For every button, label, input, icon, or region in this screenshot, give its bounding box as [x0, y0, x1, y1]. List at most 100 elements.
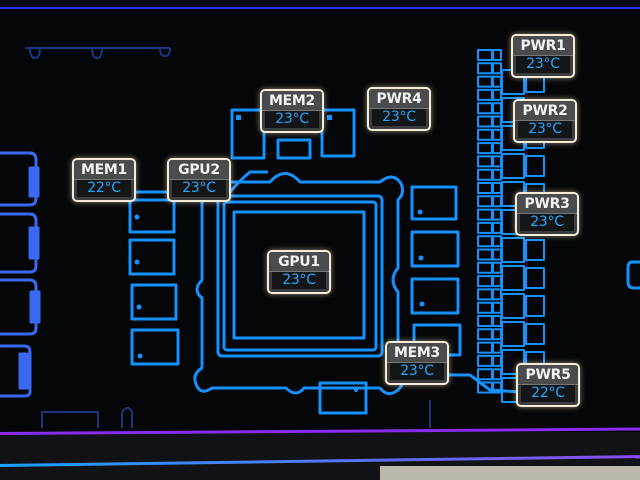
vrm-capacitor	[477, 49, 493, 61]
gpu-socket-frame	[193, 172, 405, 395]
vrm-capacitor	[477, 195, 493, 208]
vrm-capacitor	[492, 128, 502, 141]
vrm-capacitor	[492, 328, 502, 341]
vrm-capacitor	[477, 62, 493, 75]
vrm-capacitor	[477, 168, 493, 181]
sensor-mem2[interactable]: MEM2 23°C	[260, 89, 324, 133]
vrm-capacitor	[492, 301, 502, 314]
sensor-label: PWR3	[517, 194, 577, 214]
vrm-capacitor	[477, 328, 493, 341]
vrm-capacitor	[477, 368, 493, 381]
vrm-capacitor	[477, 102, 493, 115]
sensor-temperature: 22°C	[521, 385, 575, 402]
vrm-capacitor	[492, 62, 502, 75]
sensor-label: GPU1	[269, 252, 329, 272]
vrm-capacitor	[477, 315, 493, 327]
vrm-choke	[525, 267, 545, 289]
memory-chips-top	[230, 108, 356, 160]
vrm-capacitor	[477, 75, 493, 88]
sensor-label: PWR4	[369, 89, 429, 109]
vrm-capacitor	[492, 155, 502, 168]
gpu-package-outer	[216, 194, 384, 358]
sensor-label: GPU2	[169, 160, 229, 180]
sensor-mem1[interactable]: MEM1 22°C	[72, 158, 136, 202]
sensor-label: PWR2	[515, 101, 575, 121]
sensor-pwr5[interactable]: PWR5 22°C	[516, 363, 580, 407]
vrm-capacitor	[477, 155, 493, 168]
sensor-temperature: 23°C	[372, 109, 426, 126]
vrm-capacitor	[477, 341, 493, 354]
vrm-capacitor	[492, 261, 502, 274]
sensor-label: PWR1	[513, 36, 573, 56]
vrm-mosfet	[501, 349, 525, 375]
vrm-capacitor	[477, 235, 493, 248]
vrm-capacitor	[492, 368, 502, 381]
sensor-label: MEM2	[262, 91, 322, 111]
vrm-capacitor	[477, 182, 493, 194]
vrm-capacitor	[477, 248, 493, 261]
sensor-label: PWR5	[518, 365, 578, 385]
vrm-choke	[525, 239, 545, 261]
sensor-label: MEM1	[74, 160, 134, 180]
sensor-temperature: 23°C	[516, 56, 570, 73]
left-connector-chain	[0, 151, 41, 398]
vrm-capacitor	[492, 275, 502, 288]
vrm-capacitor	[492, 235, 502, 248]
sensor-temperature: 23°C	[265, 111, 319, 128]
vrm-capacitor	[492, 248, 502, 261]
vrm-capacitor	[477, 88, 493, 101]
sensor-temperature: 23°C	[390, 363, 444, 380]
vrm-mosfet	[501, 237, 525, 263]
memory-chips-left	[128, 198, 180, 366]
vrm-capacitor	[492, 182, 502, 194]
gpu-die	[232, 210, 366, 340]
top-connector-trace	[25, 47, 171, 59]
vrm-capacitor	[492, 354, 502, 367]
vrm-capacitor	[477, 115, 493, 128]
sensor-temperature: 23°C	[272, 272, 326, 289]
sensor-temperature: 23°C	[518, 121, 572, 138]
vrm-capacitor	[477, 354, 493, 367]
vrm-capacitor	[492, 168, 502, 181]
sensor-gpu1[interactable]: GPU1 23°C	[267, 250, 331, 294]
vrm-capacitor	[477, 221, 493, 234]
sensor-pwr4[interactable]: PWR4 23°C	[367, 87, 431, 131]
vrm-mosfet	[501, 321, 525, 347]
sensor-temperature: 23°C	[520, 214, 574, 231]
vrm-capacitor	[492, 341, 502, 354]
vrm-capacitor	[477, 288, 493, 301]
sensor-pwr2[interactable]: PWR2 23°C	[513, 99, 577, 143]
vrm-capacitor	[477, 275, 493, 288]
vrm-capacitor	[492, 49, 502, 61]
vrm-mosfet	[501, 153, 525, 179]
desk-surface	[380, 466, 640, 480]
top-border-line	[0, 0, 640, 9]
vrm-choke	[525, 155, 545, 177]
vrm-capacitor	[492, 208, 502, 221]
vrm-capacitor	[492, 142, 502, 155]
vrm-capacitor	[492, 195, 502, 208]
vrm-capacitor	[492, 221, 502, 234]
vrm-capacitor	[477, 261, 493, 274]
sensor-temperature: 23°C	[172, 180, 226, 197]
sensor-mem3[interactable]: MEM3 23°C	[385, 341, 449, 385]
gpu-package-inner	[222, 200, 378, 352]
vrm-mosfet	[501, 265, 525, 291]
vrm-capacitor	[492, 88, 502, 101]
vrm-capacitor	[492, 315, 502, 327]
vrm-capacitor	[477, 128, 493, 141]
sensor-gpu2[interactable]: GPU2 23°C	[167, 158, 231, 202]
sensor-label: MEM3	[387, 343, 447, 363]
vrm-capacitor	[477, 142, 493, 155]
vrm-capacitor	[477, 301, 493, 314]
vrm-capacitor	[492, 75, 502, 88]
sensor-pwr3[interactable]: PWR3 23°C	[515, 192, 579, 236]
vrm-choke	[525, 323, 545, 345]
sensor-pwr1[interactable]: PWR1 23°C	[511, 34, 575, 78]
sensor-temperature: 22°C	[77, 180, 131, 197]
vrm-capacitor	[492, 288, 502, 301]
vrm-capacitor	[477, 208, 493, 221]
vrm-mosfet	[501, 293, 525, 319]
vrm-choke	[525, 295, 545, 317]
vrm-capacitor	[492, 115, 502, 128]
